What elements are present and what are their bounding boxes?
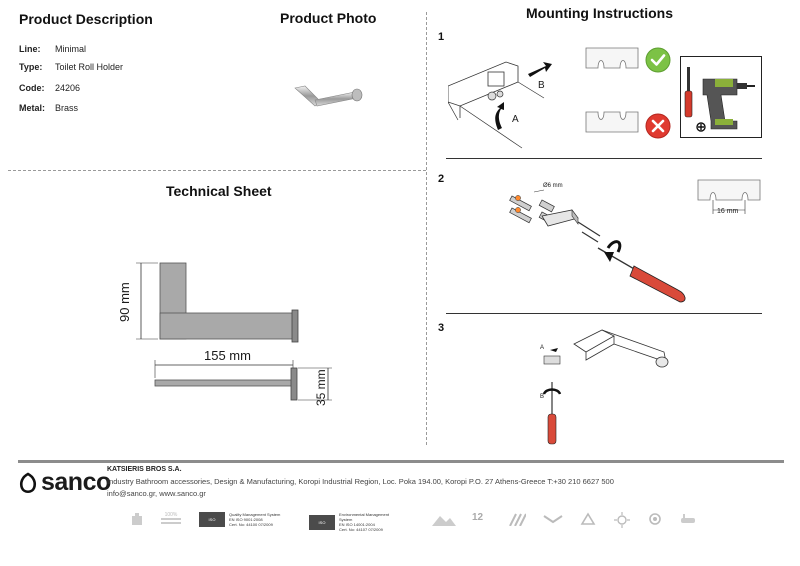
step-1-label-a: A bbox=[512, 114, 519, 125]
step-3-number: 3 bbox=[438, 322, 445, 334]
technical-sheet-title: Technical Sheet bbox=[166, 183, 272, 199]
step-2-screw-illustration bbox=[509, 189, 686, 303]
warranty-12-badge: 12 bbox=[472, 512, 484, 523]
company-contact[interactable]: info@sanco.gr, www.sanco.gr bbox=[107, 489, 206, 498]
iso-9001-cert: ISO Quality Management System EN ISO 900… bbox=[199, 512, 289, 527]
step-2-bracket-spacing bbox=[697, 179, 761, 214]
brand-name: sanco bbox=[41, 468, 111, 496]
stripes-badge-icon bbox=[508, 512, 527, 528]
bath-badge-icon bbox=[680, 512, 696, 528]
incorrect-bracket bbox=[585, 111, 639, 133]
depth-dimension: 35 mm bbox=[314, 369, 328, 406]
step-2-hole-diameter: Ø6 mm bbox=[543, 183, 563, 189]
iso-9001-text: Quality Management System EN ISO 9001:20… bbox=[229, 512, 281, 527]
horizontal-divider bbox=[8, 170, 426, 171]
product-description-title: Product Description bbox=[19, 11, 153, 27]
iso-9001-logo-icon: ISO bbox=[199, 512, 225, 527]
check-icon bbox=[645, 47, 671, 73]
company-address: Industry Bathroom accessories, Design & … bbox=[107, 477, 614, 486]
brand-logo[interactable]: sanco bbox=[18, 468, 111, 497]
iso-14001-cert: ISO Environmental Management System EN I… bbox=[309, 512, 399, 532]
step-3-label-b: B bbox=[540, 394, 545, 400]
spec-line: Line:Minimal bbox=[19, 44, 87, 54]
step-1-number: 1 bbox=[438, 31, 445, 43]
spec-type: Type:Toilet Roll Holder bbox=[19, 62, 124, 72]
step-1-mount-illustration bbox=[448, 61, 552, 149]
product-photo bbox=[294, 85, 363, 107]
recycle-badge-icon bbox=[580, 512, 596, 528]
height-dimension: 90 mm bbox=[117, 282, 132, 322]
company-name: KATSIERIS BROS S.A. bbox=[107, 466, 182, 473]
swirl-badge-icon bbox=[648, 512, 662, 528]
vertical-divider bbox=[426, 12, 427, 445]
step-3-assembly-illustration bbox=[542, 329, 669, 445]
iso-14001-logo-icon: ISO bbox=[309, 514, 335, 530]
sun-badge-icon bbox=[614, 512, 630, 532]
screwdriver-drill-icon bbox=[684, 67, 755, 132]
step-1-label-b: B bbox=[538, 80, 545, 91]
iso-14001-text: Environmental Management System EN ISO 1… bbox=[339, 512, 390, 532]
technical-drawing bbox=[136, 262, 332, 401]
mountain-badge-icon bbox=[432, 512, 456, 528]
sanco-logo-icon bbox=[19, 472, 37, 493]
step-2-number: 2 bbox=[438, 173, 445, 185]
spec-metal: Metal:Brass bbox=[19, 103, 79, 113]
step-2-spacing-label: 16 mm bbox=[717, 208, 739, 215]
hotel-badge-icon bbox=[130, 512, 144, 528]
hundred-percent-badge: 100% bbox=[161, 512, 181, 528]
footer-rule bbox=[18, 460, 784, 463]
step-3-label-a: A bbox=[540, 345, 545, 351]
tools-box bbox=[680, 56, 762, 138]
step-divider-1 bbox=[446, 158, 762, 159]
cross-icon bbox=[645, 113, 671, 139]
spec-code: Code:24206 bbox=[19, 83, 81, 93]
step-divider-2 bbox=[446, 313, 762, 314]
length-dimension: 155 mm bbox=[204, 348, 251, 363]
chevron-badge-icon bbox=[542, 512, 564, 528]
correct-bracket bbox=[585, 47, 639, 69]
mounting-instructions-title: Mounting Instructions bbox=[526, 5, 673, 21]
product-photo-title: Product Photo bbox=[280, 10, 377, 26]
